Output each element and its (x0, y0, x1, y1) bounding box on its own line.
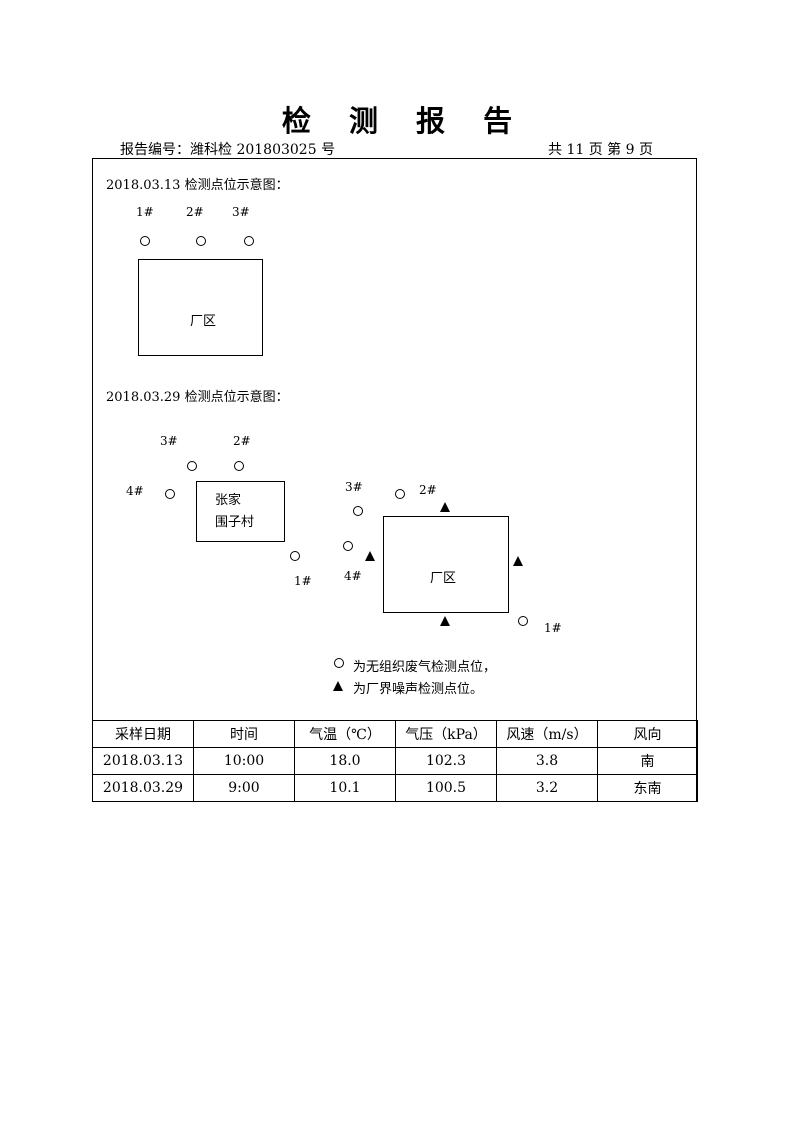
d2-village-point-label-2: 2# (233, 434, 251, 448)
noise-triangle-west-icon (365, 551, 375, 561)
header-wind-speed: 风速（m/s） (496, 720, 598, 748)
cell-time: 9:00 (193, 774, 295, 802)
cell-date: 2018.03.13 (92, 747, 194, 775)
table-row: 2018.03.29 9:00 10.1 100.5 3.2 东南 (92, 774, 698, 802)
d2-village-label-line2: 围子村 (215, 515, 255, 530)
legend-circle-icon (334, 658, 344, 668)
d1-circle-2-icon (196, 236, 206, 246)
d2-village-point-label-1: 1# (294, 574, 312, 588)
cell-wind-direction: 南 (597, 747, 698, 775)
d1-point-label-2: 2# (186, 205, 204, 219)
d2-village-point-label-3: 3# (160, 434, 178, 448)
weather-table: 采样日期 时间 气温（℃） 气压（kPa） 风速（m/s） 风向 2018.03… (92, 720, 698, 802)
header-temperature: 气温（℃） (294, 720, 396, 748)
cell-temperature: 18.0 (294, 747, 396, 775)
d2-factory-circle-4-icon (343, 541, 353, 551)
noise-triangle-east-icon (513, 556, 523, 566)
d2-factory-point-label-2: 2# (419, 483, 437, 497)
diagram2-caption: 2018.03.29 检测点位示意图： (106, 390, 289, 405)
cell-wind-direction: 东南 (597, 774, 698, 802)
cell-wind-speed: 3.8 (496, 747, 598, 775)
d2-village-circle-2-icon (234, 461, 244, 471)
legend-triangle-icon (333, 681, 343, 691)
header-sampling-date: 采样日期 (92, 720, 194, 748)
legend-triangle-text: 为厂界噪声检测点位。 (353, 682, 484, 697)
d2-village-point-label-4: 4# (126, 484, 144, 498)
cell-pressure: 102.3 (395, 747, 497, 775)
d2-factory-circle-3-icon (353, 506, 363, 516)
d1-point-label-1: 1# (136, 205, 154, 219)
diagram1-caption: 2018.03.13 检测点位示意图： (106, 178, 289, 193)
d2-factory-circle-2-icon (395, 489, 405, 499)
diagram-frame (92, 158, 697, 802)
d2-village-circle-3-icon (187, 461, 197, 471)
d2-village-label-line1: 张家 (215, 493, 242, 508)
noise-triangle-north-icon (440, 502, 450, 512)
d2-factory-label: 厂区 (430, 571, 457, 586)
d1-factory-label: 厂区 (190, 314, 217, 329)
d1-circle-3-icon (244, 236, 254, 246)
table-header-row: 采样日期 时间 气温（℃） 气压（kPa） 风速（m/s） 风向 (92, 720, 698, 748)
cell-wind-speed: 3.2 (496, 774, 598, 802)
cell-pressure: 100.5 (395, 774, 497, 802)
cell-date: 2018.03.29 (92, 774, 194, 802)
header-wind-direction: 风向 (597, 720, 698, 748)
d2-factory-point-label-4: 4# (344, 569, 362, 583)
page-title: 检 测 报 告 (281, 104, 527, 138)
page-info: 共 11 页 第 9 页 (548, 142, 653, 158)
d1-point-label-3: 3# (232, 205, 250, 219)
d1-circle-1-icon (140, 236, 150, 246)
header-pressure: 气压（kPa） (395, 720, 497, 748)
d2-factory-circle-1-icon (518, 616, 528, 626)
d2-factory-point-label-1: 1# (544, 621, 562, 635)
header-time: 时间 (193, 720, 295, 748)
d2-factory-box (383, 516, 509, 613)
d1-factory-box (138, 259, 263, 356)
noise-triangle-south-icon (440, 616, 450, 626)
d2-factory-point-label-3: 3# (345, 480, 363, 494)
d2-village-circle-1-icon (290, 551, 300, 561)
d2-village-circle-4-icon (165, 489, 175, 499)
cell-time: 10:00 (193, 747, 295, 775)
report-number: 报告编号：潍科检 201803025 号 (120, 142, 336, 158)
d2-village-box (196, 481, 285, 542)
legend-circle-text: 为无组织废气检测点位， (353, 660, 497, 675)
table-row: 2018.03.13 10:00 18.0 102.3 3.8 南 (92, 747, 698, 775)
cell-temperature: 10.1 (294, 774, 396, 802)
